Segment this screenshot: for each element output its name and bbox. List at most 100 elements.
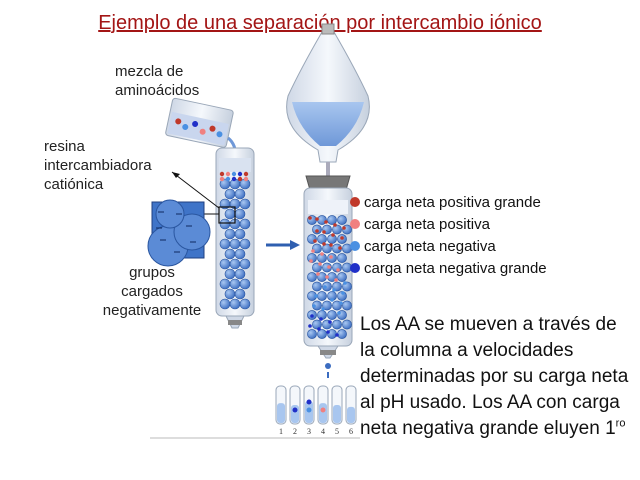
particle bbox=[320, 252, 324, 256]
particle bbox=[229, 298, 241, 310]
particle bbox=[330, 298, 334, 302]
particle bbox=[234, 188, 246, 200]
groups-label-line1: grupos bbox=[129, 264, 175, 281]
particle bbox=[224, 228, 236, 240]
particle bbox=[306, 399, 312, 405]
particle bbox=[333, 223, 337, 227]
particle bbox=[329, 255, 333, 259]
legend-item: carga neta positiva bbox=[350, 213, 547, 235]
particle bbox=[219, 258, 231, 270]
particle bbox=[324, 220, 328, 224]
particle bbox=[219, 218, 231, 230]
particle bbox=[327, 310, 337, 320]
tube-number: 5 bbox=[335, 427, 339, 436]
legend-dot-icon bbox=[350, 263, 360, 273]
particle bbox=[319, 317, 323, 321]
particle bbox=[318, 262, 322, 266]
legend-dot-icon bbox=[350, 219, 360, 229]
particle bbox=[234, 208, 246, 220]
particle bbox=[317, 234, 327, 244]
particle bbox=[320, 407, 326, 413]
particle bbox=[224, 208, 236, 220]
particle bbox=[307, 272, 317, 282]
left-column bbox=[215, 147, 255, 329]
particle bbox=[239, 278, 251, 290]
particle bbox=[322, 281, 332, 292]
particle bbox=[243, 176, 249, 182]
particle bbox=[219, 278, 231, 290]
legend-dot-icon bbox=[350, 197, 360, 207]
particle bbox=[237, 176, 243, 182]
particle bbox=[334, 278, 338, 282]
particle bbox=[234, 288, 246, 300]
particle bbox=[339, 301, 343, 305]
particle bbox=[317, 291, 327, 301]
legend-dot-icon bbox=[350, 241, 360, 251]
particle bbox=[229, 238, 241, 250]
resin-label-line1: resina bbox=[44, 138, 85, 155]
particle bbox=[239, 258, 251, 270]
particle bbox=[313, 239, 317, 243]
tube-number: 3 bbox=[307, 427, 311, 436]
particle bbox=[219, 238, 231, 250]
mixture-label-line1: mezcla de bbox=[115, 63, 184, 80]
particle bbox=[342, 300, 352, 311]
particle bbox=[239, 238, 251, 250]
particle bbox=[337, 253, 347, 263]
particle bbox=[239, 198, 251, 210]
particle bbox=[229, 278, 241, 290]
beaker-icon bbox=[165, 97, 234, 148]
particle bbox=[332, 288, 336, 292]
particle bbox=[337, 272, 347, 282]
particle bbox=[316, 272, 320, 276]
description-body: Los AA se mueven a través de la columna … bbox=[360, 314, 629, 439]
particle bbox=[322, 242, 326, 246]
resin-zoom-inset bbox=[147, 199, 211, 267]
particle bbox=[335, 333, 339, 337]
particle bbox=[332, 224, 342, 235]
description-text: Los AA se mueven a través de la columna … bbox=[360, 312, 632, 442]
particle bbox=[338, 246, 342, 250]
particle bbox=[224, 288, 236, 300]
charge-legend: carga neta positiva grande carga neta po… bbox=[350, 191, 547, 279]
particle bbox=[314, 294, 318, 298]
particle bbox=[311, 249, 315, 253]
particle bbox=[322, 230, 326, 234]
particle bbox=[292, 407, 298, 413]
particle bbox=[308, 216, 312, 220]
particle bbox=[326, 330, 330, 334]
particle bbox=[315, 229, 319, 233]
particle bbox=[219, 176, 225, 182]
right-column bbox=[303, 187, 353, 378]
particle bbox=[231, 176, 237, 182]
particle bbox=[237, 171, 243, 177]
resin-label-line2: intercambiadora bbox=[44, 157, 152, 174]
particle bbox=[317, 329, 327, 339]
tube-liquid bbox=[319, 403, 327, 423]
resin-label-line3: catiónica bbox=[44, 176, 104, 193]
groups-label: grupos cargados negativamente bbox=[92, 263, 212, 320]
tube-liquid bbox=[277, 403, 285, 423]
tube-number: 6 bbox=[349, 427, 353, 436]
particle bbox=[342, 319, 352, 330]
particle bbox=[337, 311, 341, 315]
particle bbox=[343, 281, 347, 285]
legend-item: carga neta negativa bbox=[350, 235, 547, 257]
particle bbox=[306, 407, 312, 413]
tube-liquid bbox=[333, 405, 341, 423]
legend-label: carga neta negativa bbox=[364, 237, 496, 255]
particle bbox=[317, 327, 321, 331]
particle bbox=[219, 171, 225, 177]
particle bbox=[322, 262, 332, 273]
legend-item: carga neta positiva grande bbox=[350, 191, 547, 213]
description-superscript: ro bbox=[615, 417, 626, 430]
particle bbox=[231, 171, 237, 177]
particle bbox=[322, 243, 332, 254]
particle bbox=[322, 300, 332, 311]
tube-number: 4 bbox=[321, 427, 325, 436]
particle bbox=[337, 329, 347, 339]
arrow-right-icon bbox=[266, 240, 300, 250]
particle bbox=[341, 291, 345, 295]
particle bbox=[224, 188, 236, 200]
legend-label: carga neta positiva grande bbox=[364, 193, 541, 211]
